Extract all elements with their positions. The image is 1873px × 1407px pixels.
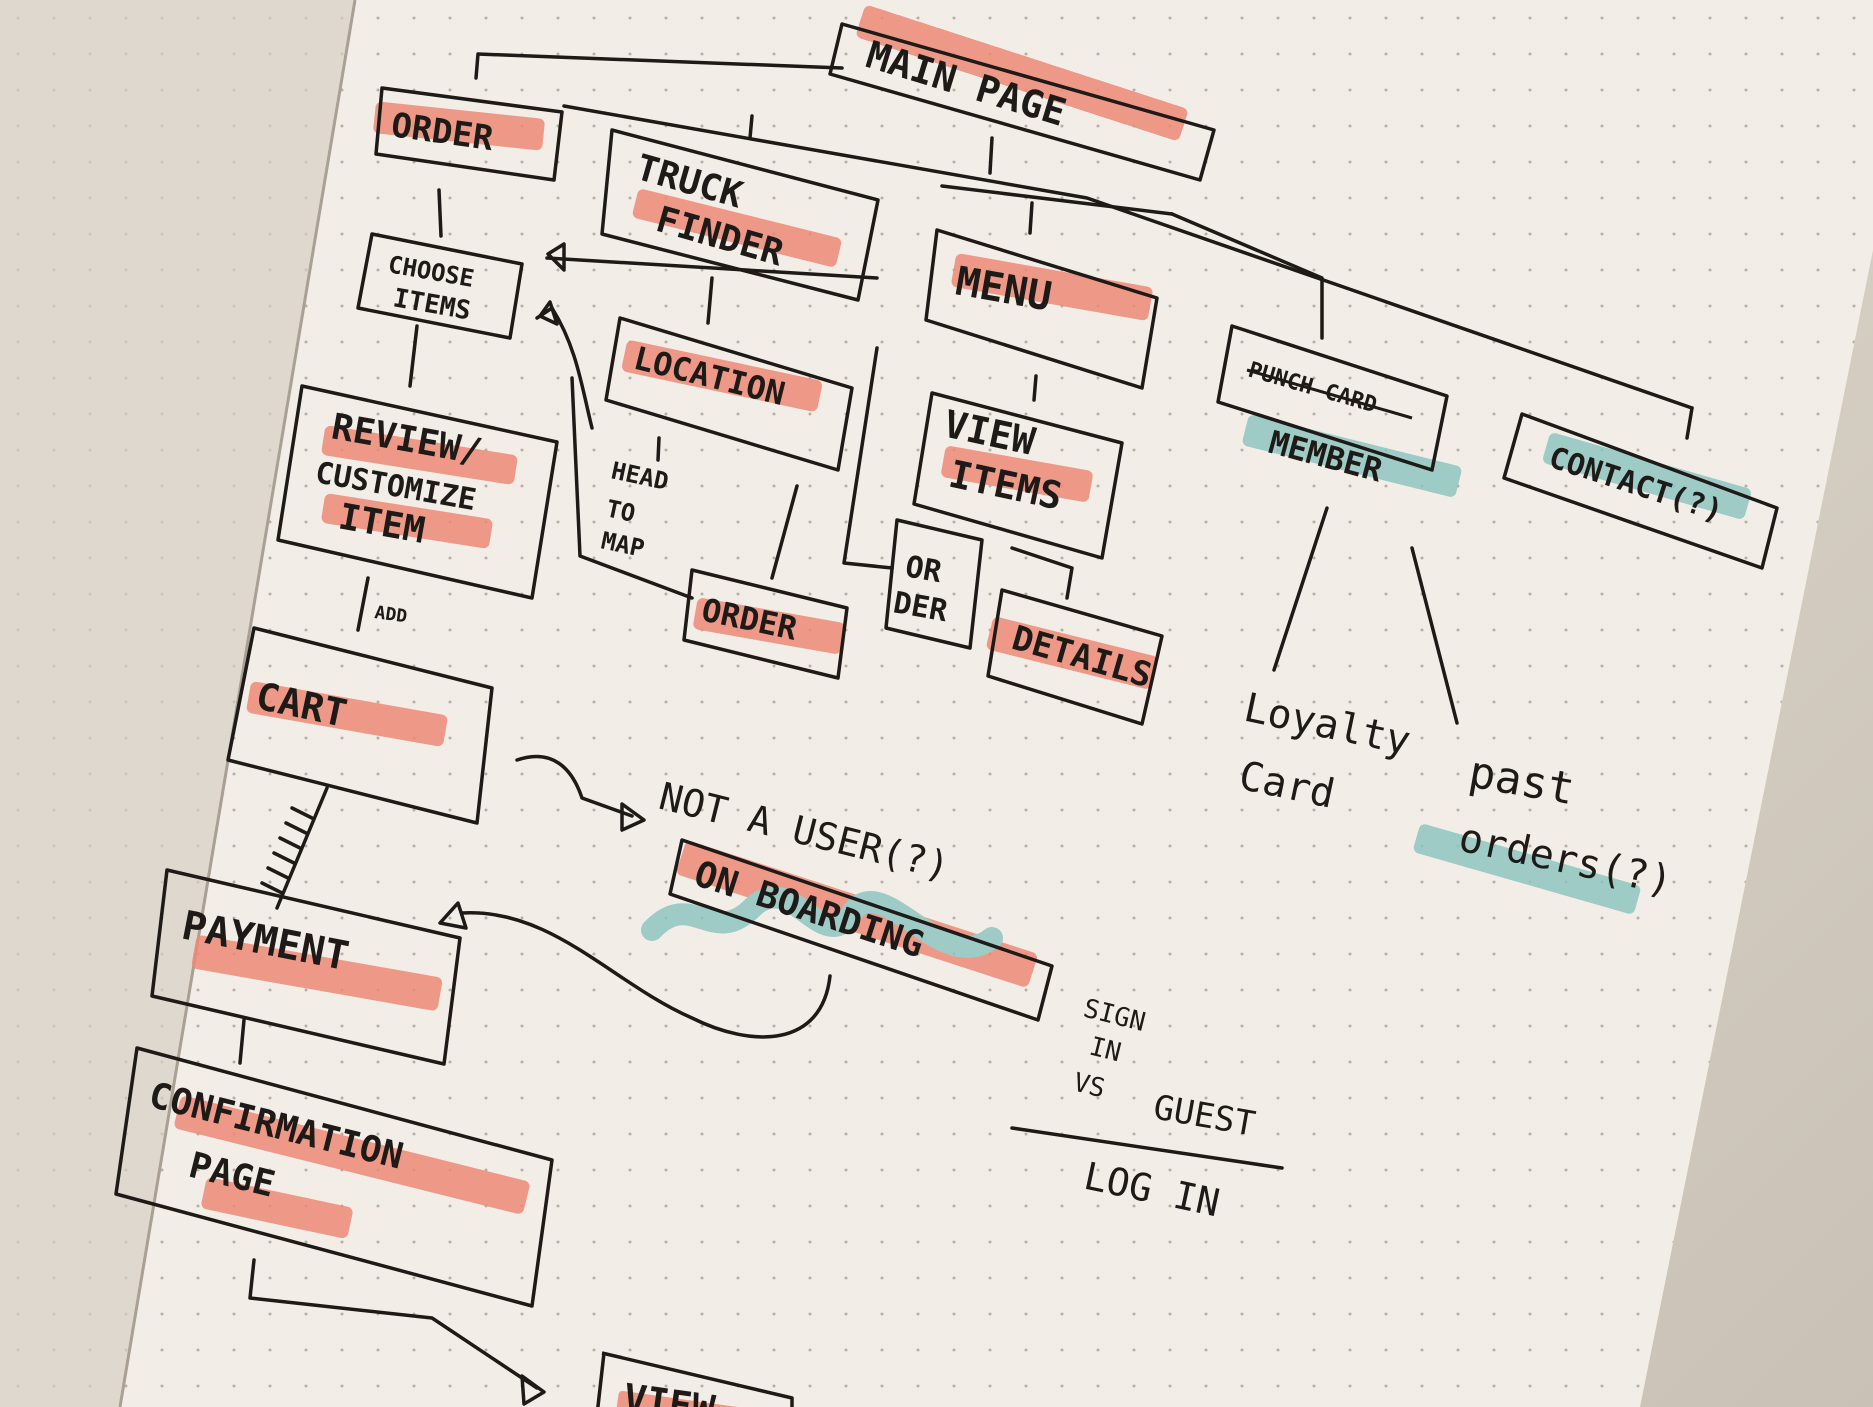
connector-to-contact [1685,406,1694,440]
box-order-top [374,86,564,182]
connector-cart-to-payment [275,786,329,910]
connector-truck-to-location [706,276,714,325]
connector-location-to-head [656,436,661,462]
box-view-bottom [601,1351,794,1407]
connector-main-to-truck [748,114,754,140]
box-onboarding [668,838,1054,1022]
box-member [1216,324,1449,472]
connector-review-to-cart [356,576,370,632]
box-contact [1502,412,1779,570]
connector-main-stem [988,136,994,175]
highlight-view-items [941,446,1093,502]
connector-main-hub [562,104,1694,410]
connector-order-to-choose [437,188,443,238]
highlight-order-location [693,598,845,654]
connector-order-menu [842,346,894,570]
highlight-member [1242,415,1462,497]
connector-main-to-order [474,52,844,80]
connectors [238,52,1694,1406]
connector-to-menu [1028,201,1034,235]
box-details [986,588,1164,726]
highlight-contact [1543,433,1751,519]
highlight-order-top [373,101,545,151]
box-payment [150,868,462,1066]
connector-view-to-details [1010,546,1074,600]
highlight-cart [246,681,448,747]
arrow-to-not-user [620,802,646,832]
connector-hatch-marks [260,806,314,895]
highlight-page [201,1177,353,1239]
box-choose-items [356,232,524,340]
connector-cart-to-not-user [515,754,634,818]
connector-menu-to-view [1032,374,1038,402]
connector-member-to-past [1410,546,1459,725]
box-view-items [912,391,1124,560]
sign-in-divider [1010,1126,1284,1170]
box-confirmation [114,1046,554,1308]
notebook-page [118,0,1873,1407]
boxes [114,22,1779,1407]
highlight-details [986,617,1158,689]
highlight-main-page [856,5,1188,141]
highlight-location [621,340,823,412]
connector-payment-to-confirmation [238,1018,246,1065]
box-menu [924,228,1159,390]
box-order-location [682,568,849,680]
label-sign-in-2: IN [1086,1032,1124,1069]
arrow-to-choose-items-b [546,242,566,272]
connector-location-to-order [770,484,799,580]
box-location [604,316,854,472]
arrow-to-payment [438,901,468,930]
highlight-menu [951,253,1153,321]
box-truck-finder [600,128,880,302]
arrow-to-choose-items-a [538,300,559,326]
highlight-past-orders [1413,824,1641,914]
connector-menu-to-choose [545,256,879,280]
highlight-confirmation [174,1096,530,1214]
box-review [276,384,559,600]
connector-confirmation-to-view [248,1258,539,1390]
label-order-small-1: OR [903,549,946,590]
connector-head-to-order [570,376,694,600]
highlight-truck-finder [632,189,842,267]
left-page [0,0,355,1407]
box-main-page [828,22,1216,182]
highlight-review [321,425,518,485]
highlight-payment [191,935,443,1011]
highlights [174,5,1751,1407]
label-head-to-map-2: TO [604,494,638,527]
label-vs: VS [1070,1068,1108,1105]
connector-member-to-loyalty [1272,506,1329,672]
member-strikethrough [1246,368,1413,420]
highlight-item [321,493,493,549]
connector-onboarding-to-payment [460,911,832,1039]
box-order-small [884,518,984,650]
highlight-scribble-teal [641,886,1003,958]
box-cart [226,626,494,825]
label-add: ADD [373,602,408,627]
connector-choose-to-review [408,324,419,388]
connector-to-member [1170,212,1324,340]
highlight-view-bottom [616,1390,758,1407]
box-view-bottom-left [596,1352,606,1407]
connector-menu-branch [940,184,1174,216]
arrow-to-view [520,1374,546,1406]
